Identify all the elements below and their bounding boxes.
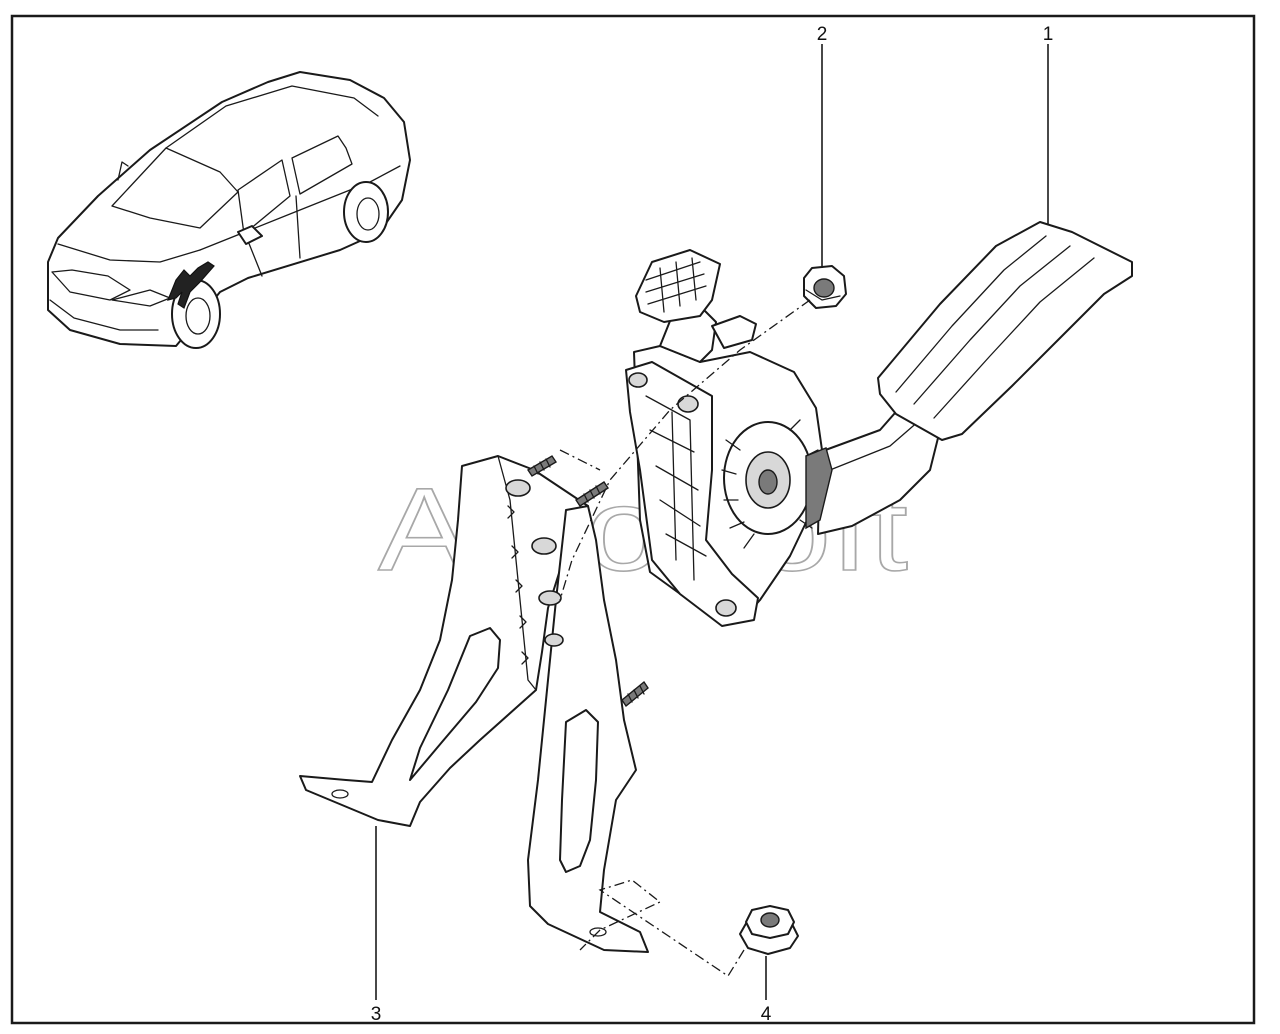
pedal-pivot-icon [805,447,833,530]
nut-part-2 [803,265,847,309]
car-hood-line-icon [57,243,201,263]
pedal-mount-hole-bottom-icon [715,599,737,617]
pedal-pad-rib-1-icon [895,235,1047,393]
callout-4: 4 [761,1004,772,1025]
car-body-outline-icon [47,71,411,347]
car-rear-hub-icon [356,197,380,231]
bracket-part-3 [299,455,649,953]
bracket-foot-hole-right-icon [589,927,607,937]
car-front-hub-icon [185,297,211,335]
bracket-foot-hole-left-icon [331,789,349,799]
pedal-module-part-1 [625,221,1133,627]
pedal-connector-pins-icon [645,257,707,313]
car-side-window-rear-icon [291,135,353,195]
bracket-hole-2-icon [531,537,557,555]
car-thumbnail [47,71,411,349]
assembly-line-bracket-icon [559,449,601,471]
pedal-pad-rib-2-icon [913,245,1071,405]
pedal-arm-icon [817,395,941,535]
bracket-hole-4-icon [544,633,564,647]
pedal-connector-clip-icon [711,315,757,349]
pedal-pad-rib-3-icon [933,257,1095,419]
car-side-window-front-icon [237,159,291,235]
bracket-rivet-row-icon [507,505,529,665]
car-rear-wheel-icon [343,181,389,243]
bracket-stud-lower-icon [621,680,649,708]
bracket-front-slot-icon [559,709,599,873]
pedal-location-marker-icon [167,261,215,309]
nut-2-flange-icon [805,289,841,301]
bracket-hole-3-icon [538,590,562,606]
assembly-line-nut-4-icon [579,879,745,977]
callout-1: 1 [1043,24,1054,45]
assembly-line-nut-2-icon [559,299,811,601]
bracket-hole-1-icon [505,479,531,497]
pedal-mount-hole-top-right-icon [677,395,699,413]
nut-2-hole-icon [813,278,835,298]
nut-part-4 [739,905,799,955]
callout-3: 3 [371,1004,382,1025]
car-bumper-icon [49,299,159,331]
bracket-left-leg-slot-icon [409,627,501,781]
callout-2: 2 [817,24,828,45]
nut-4-hole-icon [760,912,780,928]
car-roof-line-icon [165,85,379,149]
pedal-sensor-hub-icon [758,469,778,495]
pedal-mount-hole-top-left-icon [628,372,648,388]
bracket-stud-top-left-icon [527,455,557,477]
car-mirror-icon [237,225,263,245]
car-grille-icon [51,269,131,301]
pedal-pad-icon [877,221,1133,441]
car-antenna-icon [117,161,129,181]
bracket-stud-top-right-icon [575,481,609,507]
pedal-plate-ribs-icon [645,395,707,581]
pedal-arm-edge-icon [829,419,921,471]
